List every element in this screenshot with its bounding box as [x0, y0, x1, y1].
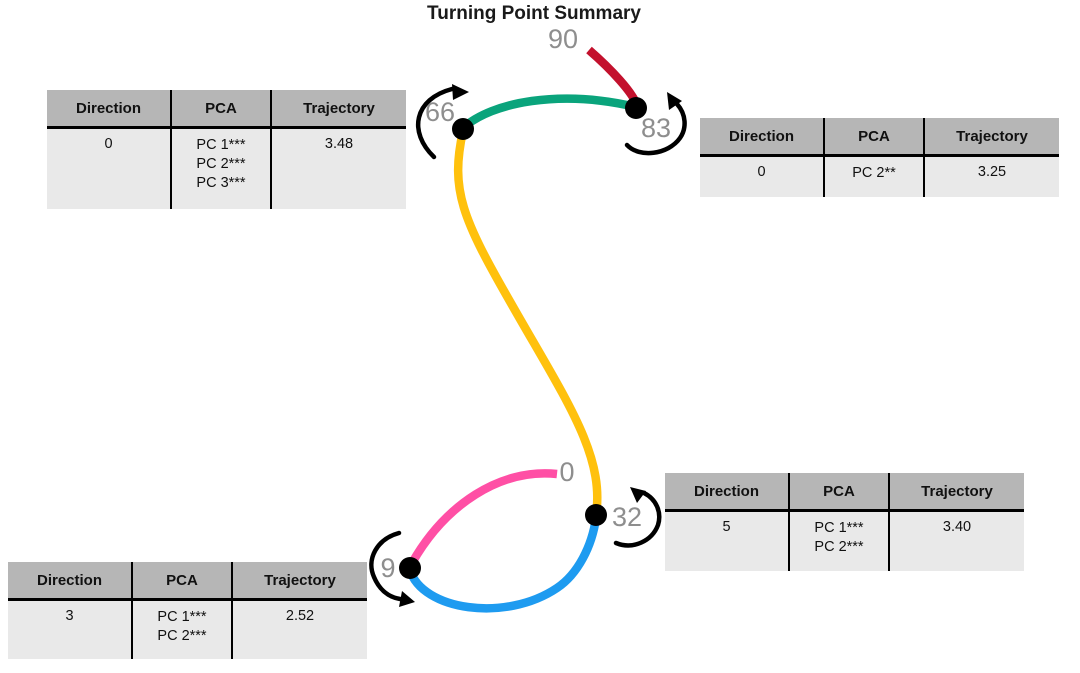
trajectory-value: 3.40	[890, 512, 1024, 571]
stats-table-turning-point-32: Direction PCA Trajectory 5 PC 1*** PC 2*…	[665, 473, 1024, 571]
trajectory-column-header: Trajectory	[272, 90, 406, 129]
direction-value: 0	[47, 129, 170, 209]
direction-column-header: Direction	[700, 118, 823, 157]
direction-value: 0	[700, 157, 823, 197]
segment-83-90	[586, 46, 641, 107]
arrowhead-icon	[452, 84, 469, 100]
pca-column-header: PCA	[170, 90, 272, 129]
trajectory-value: 3.48	[272, 129, 406, 209]
trajectory-column-header: Trajectory	[890, 473, 1024, 512]
arrowhead-icon	[399, 591, 415, 607]
trajectory-column-header: Trajectory	[925, 118, 1059, 157]
rotation-arrow-9	[369, 530, 415, 607]
pca-column-header: PCA	[823, 118, 925, 157]
point-label-90: 90	[548, 24, 578, 54]
page-title: Turning Point Summary	[427, 3, 641, 24]
point-label-9: 9	[380, 553, 395, 583]
trajectory-column-header: Trajectory	[233, 562, 367, 601]
stats-table-turning-point-66: Direction PCA Trajectory 0 PC 1*** PC 2*…	[47, 90, 406, 209]
direction-column-header: Direction	[665, 473, 788, 512]
direction-column-header: Direction	[8, 562, 131, 601]
pca-value: PC 1*** PC 2***	[131, 601, 233, 659]
trajectory-value: 3.25	[925, 157, 1059, 197]
direction-column-header: Direction	[47, 90, 170, 129]
segment-32-66	[453, 130, 602, 516]
direction-value: 3	[8, 601, 131, 659]
pca-value: PC 2**	[823, 157, 925, 197]
point-label-0: 0	[559, 457, 574, 487]
stats-table-turning-point-83: Direction PCA Trajectory 0 PC 2** 3.25	[700, 118, 1059, 197]
node-32	[585, 504, 607, 526]
trajectory-value: 2.52	[233, 601, 367, 659]
arrowhead-icon	[630, 487, 646, 503]
node-66	[452, 118, 474, 140]
pca-column-header: PCA	[788, 473, 890, 512]
direction-value: 5	[665, 512, 788, 571]
rotation-arrow-66	[416, 84, 469, 160]
point-label-66: 66	[425, 97, 455, 127]
arrowhead-icon	[667, 92, 682, 110]
stats-table-turning-point-9: Direction PCA Trajectory 3 PC 1*** PC 2*…	[8, 562, 367, 659]
node-9	[399, 557, 421, 579]
pca-value: PC 1*** PC 2***	[788, 512, 890, 571]
segment-9-32	[405, 517, 601, 613]
pca-column-header: PCA	[131, 562, 233, 601]
point-label-83: 83	[641, 113, 671, 143]
rotation-arrow-83	[624, 92, 687, 156]
node-83	[625, 97, 647, 119]
segment-0-9	[408, 469, 558, 566]
pca-value: PC 1*** PC 2*** PC 3***	[170, 129, 272, 209]
rotation-arrow-32	[613, 487, 662, 548]
segment-66-83	[460, 94, 637, 132]
point-label-32: 32	[612, 502, 642, 532]
